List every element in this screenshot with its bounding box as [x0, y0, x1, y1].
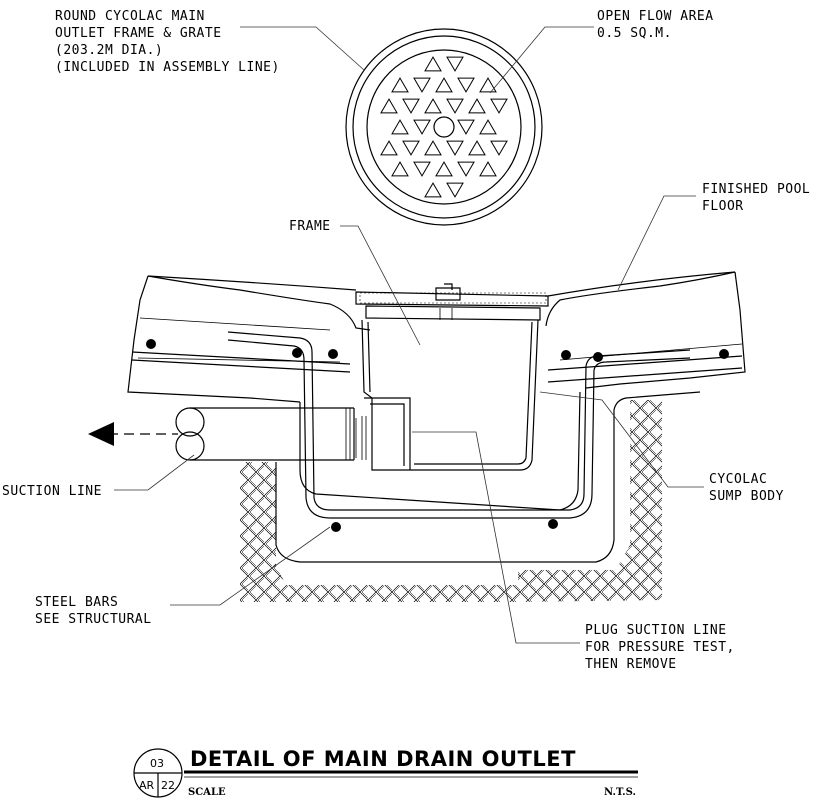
title-block: 03 AR 22 DETAIL OF MAIN DRAIN OUTLET SCA…	[133, 747, 638, 798]
pool-slab	[127, 271, 746, 563]
label-grate-line1: ROUND CYCOLAC MAIN	[55, 9, 205, 24]
grate-opening	[446, 98, 464, 114]
sheet-number: 22	[161, 779, 175, 792]
drain-frame-and-body	[355, 283, 549, 471]
suction-pipe	[88, 407, 355, 461]
grate-opening	[457, 161, 475, 177]
grate-opening	[391, 77, 409, 93]
label-flow-line2: 0.5 SQ.M.	[597, 26, 672, 41]
label-suction-line: SUCTION LINE	[2, 484, 102, 499]
label-sump-line2: SUMP BODY	[709, 489, 784, 504]
grate-opening	[490, 140, 508, 156]
label-plug-line2: FOR PRESSURE TEST,	[585, 640, 735, 655]
label-grate-line3: (203.2M DIA.)	[55, 43, 163, 58]
label-plug: PLUG SUCTION LINE FOR PRESSURE TEST, THE…	[585, 623, 735, 672]
detail-number: 03	[150, 757, 164, 770]
label-flow-line1: OPEN FLOW AREA	[597, 9, 714, 24]
grate-opening	[435, 161, 453, 177]
grate-opening	[380, 140, 398, 156]
leader-lines	[114, 26, 704, 644]
grate-opening	[413, 77, 431, 93]
grate-opening	[380, 98, 398, 114]
grate-opening	[446, 182, 464, 198]
label-grate: ROUND CYCOLAC MAIN OUTLET FRAME & GRATE …	[55, 9, 280, 75]
sheet-prefix: AR	[139, 779, 155, 792]
label-plug-line1: PLUG SUCTION LINE	[585, 623, 727, 638]
label-floor-line2: FLOOR	[702, 199, 744, 214]
grate-opening	[424, 140, 442, 156]
grate-opening	[490, 98, 508, 114]
grate-opening	[479, 119, 497, 135]
label-grate-line2: OUTLET FRAME & GRATE	[55, 26, 222, 41]
label-sump-line1: CYCOLAC	[709, 472, 767, 487]
grate-opening	[424, 182, 442, 198]
steel-reinforcement	[131, 331, 743, 532]
label-bars-line2: SEE STRUCTURAL	[35, 612, 152, 627]
grate-opening	[446, 56, 464, 72]
grate-opening	[413, 119, 431, 135]
grate-opening	[424, 56, 442, 72]
grate-opening	[446, 140, 464, 156]
grate-opening	[413, 161, 431, 177]
label-pool-floor: FINISHED POOL FLOOR	[702, 182, 810, 214]
label-steel-bars: STEEL BARS SEE STRUCTURAL	[35, 595, 152, 627]
grate-opening	[391, 161, 409, 177]
grate-opening	[435, 77, 453, 93]
grate-opening	[402, 140, 420, 156]
grate-plan-view	[345, 28, 543, 226]
grate-opening	[457, 77, 475, 93]
label-flow-area: OPEN FLOW AREA 0.5 SQ.M.	[597, 9, 714, 41]
scale-value: N.T.S.	[604, 787, 636, 798]
label-grate-line4: (INCLUDED IN ASSEMBLY LINE)	[55, 60, 280, 75]
soil-hatch	[240, 400, 662, 602]
grate-openings	[380, 56, 508, 198]
grate-opening	[457, 119, 475, 135]
grate-opening	[402, 98, 420, 114]
label-plug-line3: THEN REMOVE	[585, 657, 677, 672]
grate-opening	[424, 98, 442, 114]
grate-opening	[479, 77, 497, 93]
label-frame: FRAME	[289, 219, 331, 234]
grate-opening	[391, 119, 409, 135]
label-bars-line1: STEEL BARS	[35, 595, 118, 610]
drawing-title: DETAIL OF MAIN DRAIN OUTLET	[190, 747, 576, 771]
label-sump-body: CYCOLAC SUMP BODY	[709, 472, 784, 504]
grate-opening	[479, 161, 497, 177]
scale-label: SCALE	[188, 787, 226, 798]
grate-opening	[468, 140, 486, 156]
grate-opening	[468, 98, 486, 114]
label-floor-line1: FINISHED POOL	[702, 182, 810, 197]
